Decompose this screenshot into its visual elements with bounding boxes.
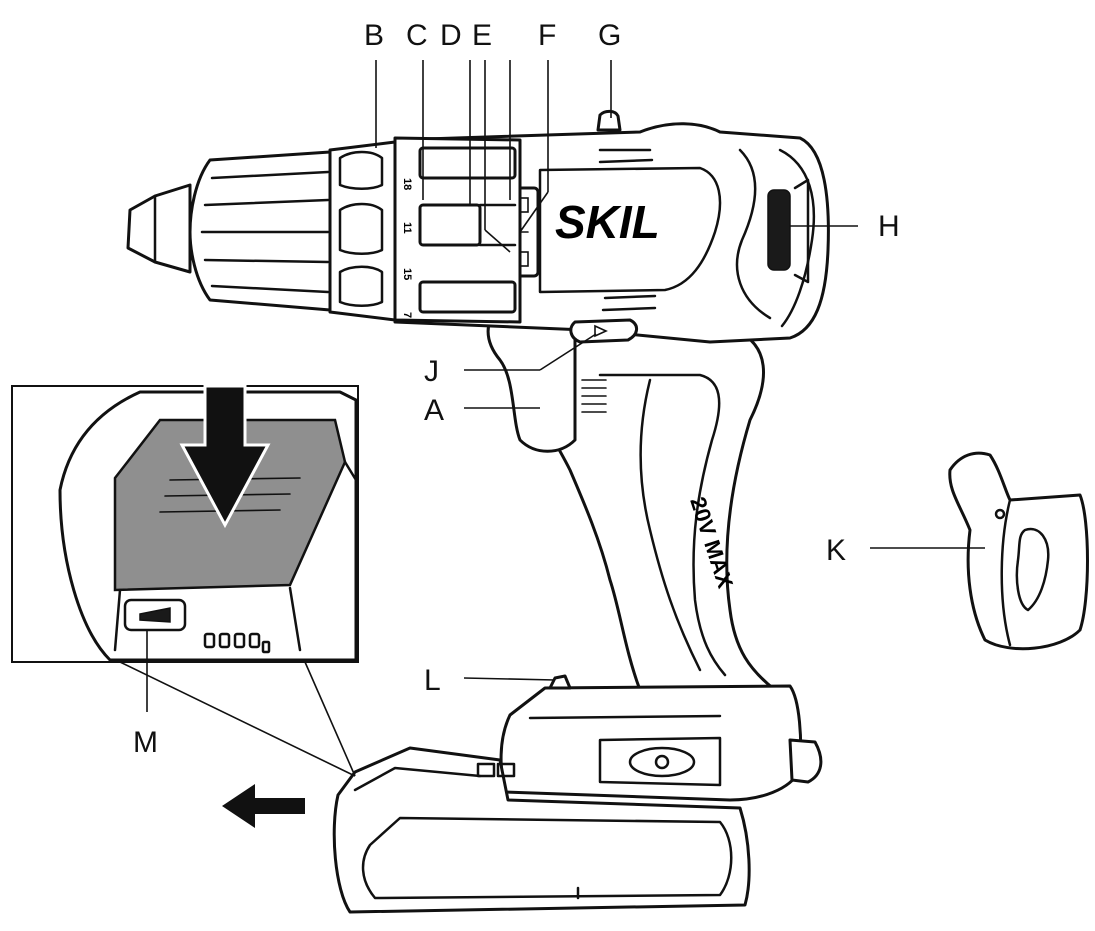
leader-lines: [146, 60, 985, 712]
chuck-nose: [126, 183, 192, 274]
callout-C: C: [406, 19, 428, 52]
battery-pack-illustration: [332, 746, 751, 914]
callout-E: E: [472, 19, 492, 52]
drill-body-illustration: 20V MAX SKIL: [126, 109, 830, 802]
inset-detail-illustration: [11, 384, 359, 777]
callout-M: M: [133, 726, 158, 759]
torque-scale: 18 11 15 7: [401, 178, 413, 318]
callout-B: B: [364, 19, 384, 52]
callout-J: J: [424, 355, 439, 388]
torque-mark-2: 11: [401, 222, 413, 234]
rear-vent: [767, 189, 791, 271]
callout-L: L: [424, 664, 441, 697]
fuel-gauge-button: [123, 598, 187, 632]
belt-clip-illustration: [948, 451, 1089, 651]
torque-mark-1: 18: [401, 178, 413, 190]
trigger: [486, 318, 577, 453]
arrow-down-icon: [179, 384, 271, 529]
work-light: [569, 318, 638, 344]
arrow-left-icon: [222, 784, 305, 828]
trigger-grip-lines: [581, 379, 607, 413]
fuel-gauge-leds: [203, 632, 271, 654]
callout-F: F: [538, 19, 556, 52]
torque-mark-4: 7: [401, 312, 413, 318]
brand-logo: SKIL: [555, 196, 660, 248]
torque-mark-3: 15: [401, 268, 413, 280]
top-knob: [596, 109, 622, 132]
callout-labels: B C D E F G H J A K L M: [133, 19, 900, 759]
callout-K: K: [826, 534, 846, 567]
callout-A: A: [424, 394, 444, 427]
callout-H: H: [878, 210, 900, 243]
callout-D: D: [440, 19, 462, 52]
callout-G: G: [598, 19, 621, 52]
